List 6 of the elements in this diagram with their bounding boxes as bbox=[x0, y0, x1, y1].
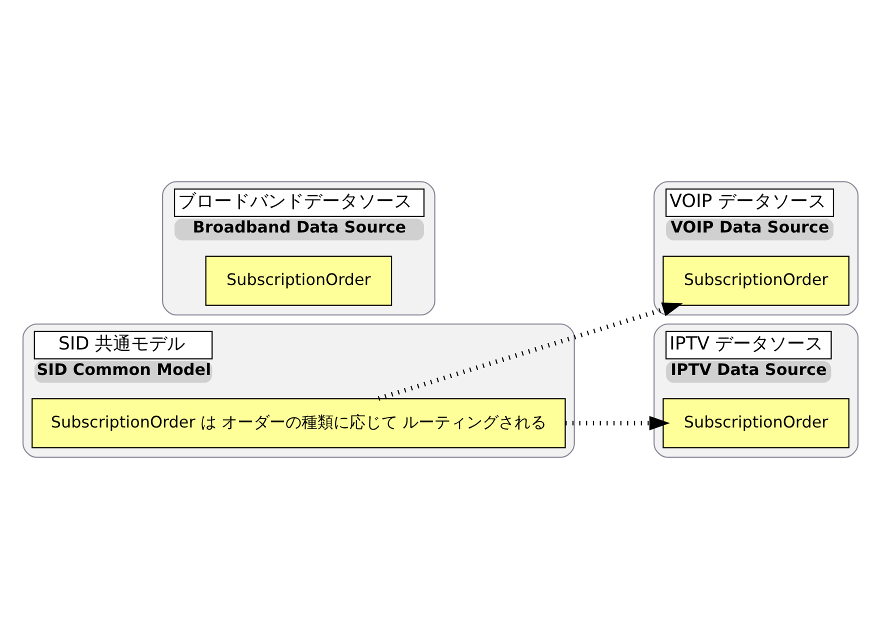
node-box: SubscriptionOrder bbox=[205, 256, 392, 306]
arrow bbox=[566, 416, 670, 430]
node-box: SubscriptionOrder bbox=[662, 256, 850, 306]
node-box: SubscriptionOrder bbox=[662, 398, 850, 448]
arrow bbox=[378, 302, 683, 401]
node-box: SubscriptionOrder は オーダーの種類に応じて ルーティングされる bbox=[32, 398, 566, 448]
